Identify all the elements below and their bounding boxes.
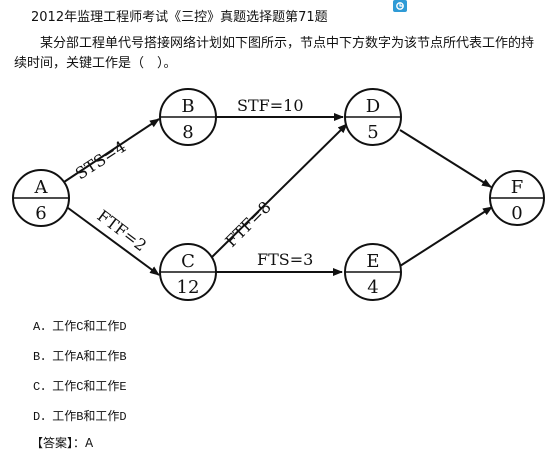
node-a: A 6 [12,169,70,227]
node-f-label: F [511,177,524,198]
network-diagram: STS=4 FTF=2 STF=10 FTF=8 FTS=3 A 6 B 8 [12,88,545,301]
node-c-duration: 12 [177,277,200,298]
node-d: D 5 [344,88,402,146]
option-b[interactable]: B．工作A和工作B [33,350,127,364]
share-icon[interactable] [393,0,407,12]
option-a[interactable]: A．工作C和工作D [33,320,127,334]
option-d[interactable]: D．工作B和工作D [33,410,127,424]
node-f: F 0 [489,170,545,226]
node-b: B 8 [159,88,217,146]
question-text: 某分部工程单代号搭接网络计划如下图所示，节点中下方数字为该节点所代表工作的持续时… [14,36,535,71]
node-a-label: A [34,177,49,198]
edge-label-a-b: STS=4 [72,137,129,184]
node-b-label: B [181,96,194,117]
edge-a-c: FTF=2 [63,204,160,276]
answer-text: 【答案】：A [31,436,94,450]
question-title: 2012年监理工程师考试《三控》真题选择题第71题 [31,10,328,25]
node-f-duration: 0 [511,203,522,224]
edge-b-d: STF=10 [214,96,344,121]
edge-label-b-d: STF=10 [237,96,304,115]
edge-d-f [399,129,492,188]
edge-c-e: FTS=3 [214,250,343,276]
node-e-label: E [366,251,379,272]
node-c: C 12 [159,243,217,301]
option-c[interactable]: C．工作C和工作E [33,380,127,394]
node-c-label: C [181,251,195,272]
edge-label-c-d: FTF=8 [221,197,274,250]
node-b-duration: 8 [182,122,193,143]
edge-label-c-e: FTS=3 [257,250,313,269]
edge-a-b: STS=4 [63,118,160,184]
share-icon-glyph [396,2,404,10]
answer-options: A．工作C和工作D B．工作A和工作B C．工作C和工作E D．工作B和工作D [33,312,127,432]
node-e: E 4 [344,243,402,301]
edge-c-d: FTF=8 [211,123,348,258]
node-e-duration: 4 [367,277,378,298]
edge-e-f [399,206,493,267]
node-a-duration: 6 [35,203,46,224]
node-d-duration: 5 [367,122,378,143]
node-d-label: D [366,96,380,117]
